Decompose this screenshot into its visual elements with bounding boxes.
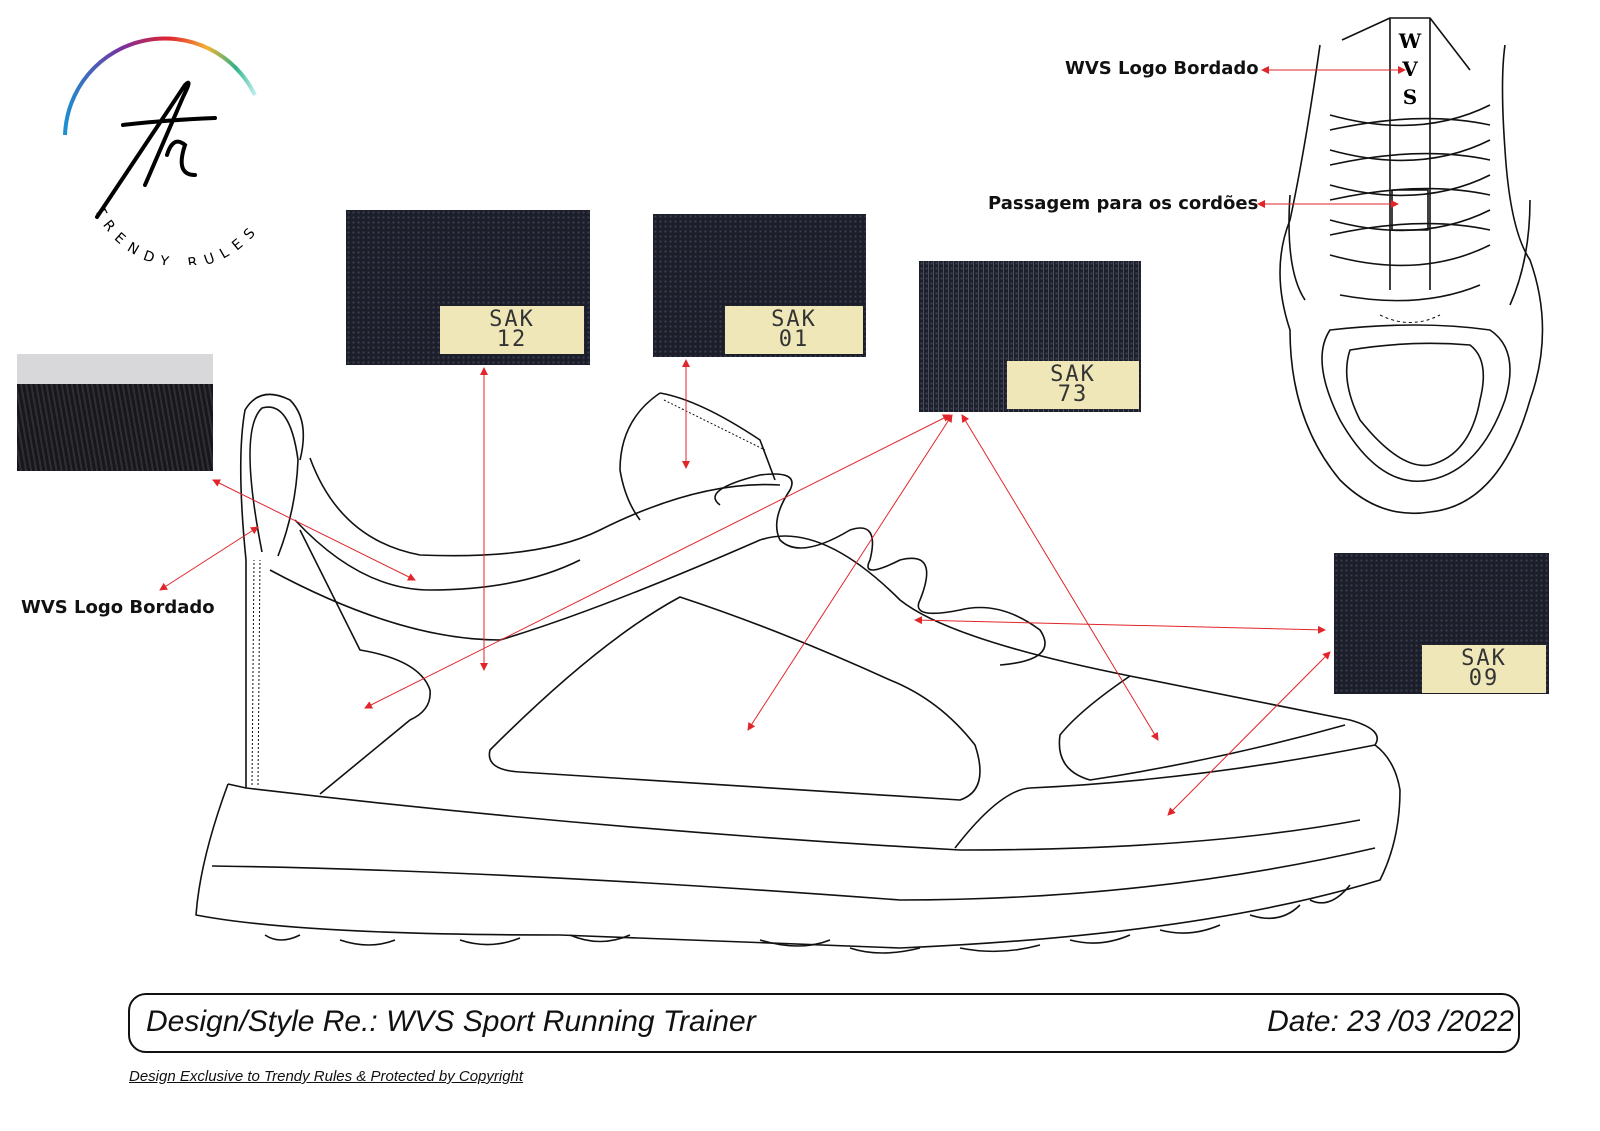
- midsole-line: [211, 847, 1376, 901]
- callout-tongue-logo: WVS Logo Bordado: [1065, 58, 1259, 79]
- tongue-embroidery-w: W: [1398, 29, 1422, 53]
- callout-arrows: [159, 66, 1406, 816]
- top-view-laces: [1329, 104, 1491, 302]
- laces: [714, 473, 1046, 666]
- top-view-outline: [1279, 44, 1544, 515]
- callout-lace-pass: Passagem para os cordões: [988, 193, 1259, 214]
- quarter-line: [269, 535, 1131, 677]
- heel-counter: [299, 529, 431, 795]
- tongue: [619, 392, 776, 521]
- copyright-notice: Design Exclusive to Trendy Rules & Prote…: [129, 1068, 524, 1085]
- outsole-lugs: [264, 884, 1351, 954]
- pull-tab: [249, 406, 299, 557]
- toe-overlay: [1058, 675, 1346, 781]
- callout-heel-logo: WVS Logo Bordado: [21, 597, 215, 618]
- design-title: Design/Style Re.: WVS Sport Running Trai…: [146, 1005, 756, 1038]
- title-block: Design/Style Re.: WVS Sport Running Trai…: [128, 993, 1520, 1053]
- top-view-inner: [1288, 194, 1531, 306]
- top-view-toe: [1321, 324, 1511, 482]
- heel-stitch: [251, 559, 261, 786]
- tongue-embroidery-v: V: [1401, 57, 1418, 81]
- tongue-stitch: [663, 399, 766, 451]
- collar-top: [309, 457, 781, 557]
- heel-collar-photo: [17, 354, 213, 471]
- lace-pass-loop: [1391, 189, 1429, 231]
- upper-bottom: [227, 783, 1361, 851]
- toe-cap: [954, 675, 1378, 849]
- top-view-toe-inner: [1345, 342, 1485, 467]
- brand-logo: TRENDY RULES: [55, 35, 285, 272]
- tongue-embroidery-s: S: [1403, 85, 1417, 109]
- design-date: Date: 23 /03 /2022: [1267, 1005, 1514, 1038]
- sole-outline: [195, 744, 1401, 949]
- side-panel: [488, 596, 981, 801]
